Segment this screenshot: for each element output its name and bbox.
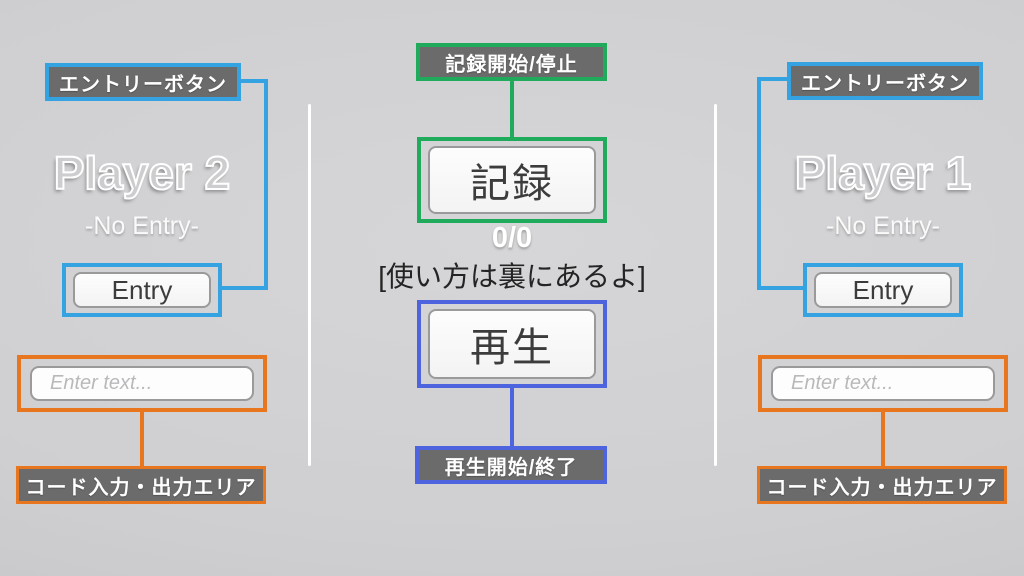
play-button[interactable]: 再生: [428, 309, 596, 379]
code-input-frame-left: [17, 355, 267, 412]
code-input-left[interactable]: [30, 366, 254, 401]
hint-text: [使い方は裏にあるよ]: [378, 261, 646, 292]
divider-left: [308, 104, 311, 466]
player2-title: Player 2: [53, 146, 231, 200]
callout-play-label: 再生開始/終了: [444, 456, 578, 479]
code-input-frame-right: [758, 355, 1008, 412]
callout-code-area-right-label: コード入力・出力エリア: [766, 476, 998, 499]
record-button-frame: 記録: [417, 137, 607, 223]
connector-entry-right-top: [757, 77, 787, 81]
player2-entry-status: -No Entry-: [85, 212, 199, 240]
callout-entry-button-right: エントリーボタン: [787, 62, 983, 100]
callout-code-area-right: コード入力・出力エリア: [757, 466, 1007, 504]
entry-button-right[interactable]: Entry: [814, 272, 952, 308]
record-button[interactable]: 記録: [428, 146, 596, 214]
connector-entry-left-vertical: [264, 79, 268, 290]
callout-code-area-left-label: コード入力・出力エリア: [25, 476, 257, 499]
entry-button-frame-right: Entry: [803, 263, 963, 317]
callout-entry-button-left-label: エントリーボタン: [59, 73, 227, 96]
player1-title: Player 1: [794, 146, 972, 200]
code-input-right[interactable]: [771, 366, 995, 401]
callout-entry-button-right-label: エントリーボタン: [801, 72, 969, 95]
connector-entry-right-vertical: [757, 77, 761, 290]
entry-button-frame-left: Entry: [62, 263, 222, 317]
connector-code-left: [140, 412, 144, 467]
connector-play: [510, 388, 514, 446]
player1-entry-status: -No Entry-: [826, 212, 940, 240]
record-counter: 0/0: [491, 222, 533, 254]
divider-right: [714, 104, 717, 466]
connector-code-right: [881, 412, 885, 467]
entry-button-left[interactable]: Entry: [73, 272, 211, 308]
callout-record: 記録開始/停止: [416, 43, 607, 81]
callout-record-label: 記録開始/停止: [445, 53, 578, 76]
callout-code-area-left: コード入力・出力エリア: [16, 466, 266, 504]
callout-entry-button-left: エントリーボタン: [45, 63, 241, 101]
play-button-frame: 再生: [417, 300, 607, 388]
connector-entry-right-bottom: [757, 286, 803, 290]
callout-play: 再生開始/終了: [415, 446, 607, 484]
connector-record: [510, 81, 514, 139]
connector-entry-left-bottom: [220, 286, 268, 290]
connector-entry-left-top: [237, 79, 268, 83]
